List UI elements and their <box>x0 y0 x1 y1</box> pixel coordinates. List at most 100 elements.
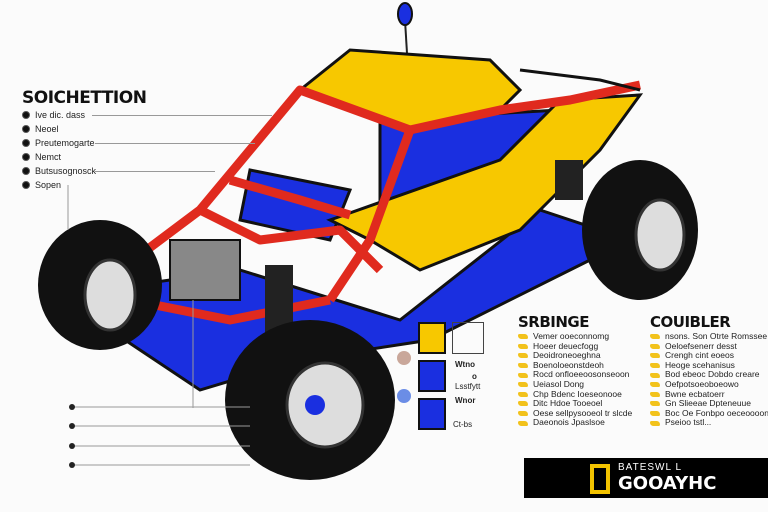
left-panel-list: Ive dic. dass Neoel Preutemogarte Nemct … <box>22 108 96 192</box>
right-panel-list: nsons. Son Otrte Romssee Oeloefsenerr de… <box>650 331 768 428</box>
callout-marker-tan <box>397 351 411 365</box>
chevron-icon <box>650 391 660 397</box>
list-item: nsons. Son Otrte Romssee <box>650 331 768 342</box>
left-panel-title: SOICHETTION <box>22 88 147 108</box>
right-panel-title: COUIBLER <box>650 313 731 331</box>
side-body-yellow <box>326 93 644 272</box>
item-label: Bwne ecbatoerr <box>665 388 725 399</box>
item-label: Sopen <box>35 180 62 190</box>
item-label: Rocd onfloeeoosonseoon <box>533 369 630 380</box>
chevron-icon <box>518 411 528 417</box>
item-label: Heoge scehanisus <box>665 359 735 370</box>
item-label: Crengh cint eoeos <box>665 350 734 361</box>
bullet-icon <box>22 139 30 147</box>
list-item: Oeloefsenerr desst <box>650 340 768 352</box>
tire-rear-right <box>582 160 698 300</box>
list-item: Heoge scehanisus <box>650 359 768 371</box>
chevron-icon <box>650 334 660 340</box>
bullet-icon <box>22 125 30 133</box>
chevron-icon <box>518 353 528 359</box>
swatch-label: Ct-bs <box>453 420 473 429</box>
chevron-icon <box>650 401 660 407</box>
item-label: Nemct <box>35 152 62 162</box>
bullet-icon <box>22 167 30 175</box>
item-label: Hoeer deuecfogg <box>533 340 599 351</box>
chevron-icon <box>650 411 660 417</box>
swatch-label: Lsstfytt <box>455 382 481 391</box>
item-label: Oefpotsoeoboeowo <box>665 378 739 389</box>
swatch-blue-2 <box>418 398 446 430</box>
callout-dots <box>69 404 75 468</box>
middle-panel-list: Vemer ooeconnomg Hoeer deuecfogg Deoidro… <box>518 331 633 428</box>
chevron-icon <box>518 334 528 340</box>
item-label: Gn Slieeae Dpteneuue <box>665 398 752 409</box>
list-item: Bod ebeoc Dobdo creare <box>650 370 768 380</box>
yellow-frame-icon <box>590 464 610 494</box>
chevron-icon <box>518 343 528 349</box>
list-item: Deoidroneoeghna <box>518 351 632 361</box>
swatch-label: Wnor <box>455 396 476 405</box>
chevron-icon <box>518 382 528 388</box>
item-label: Oeloefsenerr desst <box>665 340 737 351</box>
item-label: Boc Oe Fonbpo oeceoooone <box>665 407 768 418</box>
leader-line <box>95 171 215 172</box>
bullet-icon <box>22 111 30 119</box>
engine <box>169 239 241 301</box>
tire-rear-left <box>38 220 162 350</box>
list-item: Boenoloeonstdeoh <box>518 359 632 371</box>
sketch-thumbnail <box>452 322 484 354</box>
list-item: Nemct <box>22 150 96 164</box>
chevron-icon <box>518 363 528 369</box>
item-label: Ueiasol Dong <box>533 378 585 389</box>
item-label: Daeonois Jpaslsoe <box>533 417 605 428</box>
bullet-icon <box>22 153 30 161</box>
chevron-icon <box>518 401 528 407</box>
chevron-icon <box>650 353 660 359</box>
rear-shock <box>555 160 583 200</box>
list-item: Oefpotsoeoboeowo <box>650 378 768 390</box>
item-label: Bod ebeoc Dobdo creare <box>665 369 760 380</box>
list-item: Vemer ooeconnomg <box>518 331 632 342</box>
list-item: Rocd onfloeeoosonseoon <box>518 370 632 380</box>
list-item: Ditc Hdoe Tooeoel <box>518 399 632 409</box>
list-item: Daeonois Jpaslsoe <box>518 418 632 428</box>
list-item: Ueiasol Dong <box>518 378 632 390</box>
item-label: Oese sellpysooeol tr slcde <box>533 407 633 418</box>
roll-cage-red <box>117 80 641 325</box>
item-label: Preutemogarte <box>35 138 95 148</box>
logo-line-1: BATESWL L <box>618 462 683 473</box>
leader-line <box>92 115 272 116</box>
item-label: nsons. Son Otrte Romssee <box>665 331 768 341</box>
chevron-icon <box>650 420 660 426</box>
swatch-label: Wtno <box>455 360 475 369</box>
chevron-icon <box>650 372 660 378</box>
item-label: Butsusognosck <box>35 166 97 176</box>
item-label: Ive dic. dass <box>35 110 86 120</box>
item-label: Deoidroneoeghna <box>533 350 601 361</box>
list-item: Gn Slieeae Dpteneuue <box>650 399 768 409</box>
list-item: Preutemogarte <box>22 136 96 150</box>
list-item: Chp Bdenc Ioeseonooe <box>518 389 632 400</box>
item-label: Neoel <box>35 124 59 134</box>
chevron-icon <box>650 363 660 369</box>
chevron-icon <box>650 343 660 349</box>
item-label: Pseioo tstl... <box>665 417 712 428</box>
list-item: Neoel <box>22 122 96 136</box>
bullet-icon <box>22 181 30 189</box>
list-item: Pseioo tstl... <box>650 418 768 428</box>
swatch-yellow <box>418 322 446 354</box>
list-item: Boc Oe Fonbpo oeceoooone <box>650 407 768 419</box>
chevron-icon <box>518 420 528 426</box>
antenna-flag <box>397 2 413 26</box>
list-item: Ive dic. dass <box>22 108 96 122</box>
middle-panel-title: SRBINGE <box>518 313 589 331</box>
list-item: Butsusognosck <box>22 164 96 178</box>
swatch-blue <box>418 360 446 392</box>
chevron-icon <box>518 372 528 378</box>
chevron-icon <box>518 391 528 397</box>
list-item: Hoeer deuecfogg <box>518 340 632 352</box>
cage-bar <box>519 68 641 92</box>
item-label: Boenoloeonstdeoh <box>533 359 604 370</box>
